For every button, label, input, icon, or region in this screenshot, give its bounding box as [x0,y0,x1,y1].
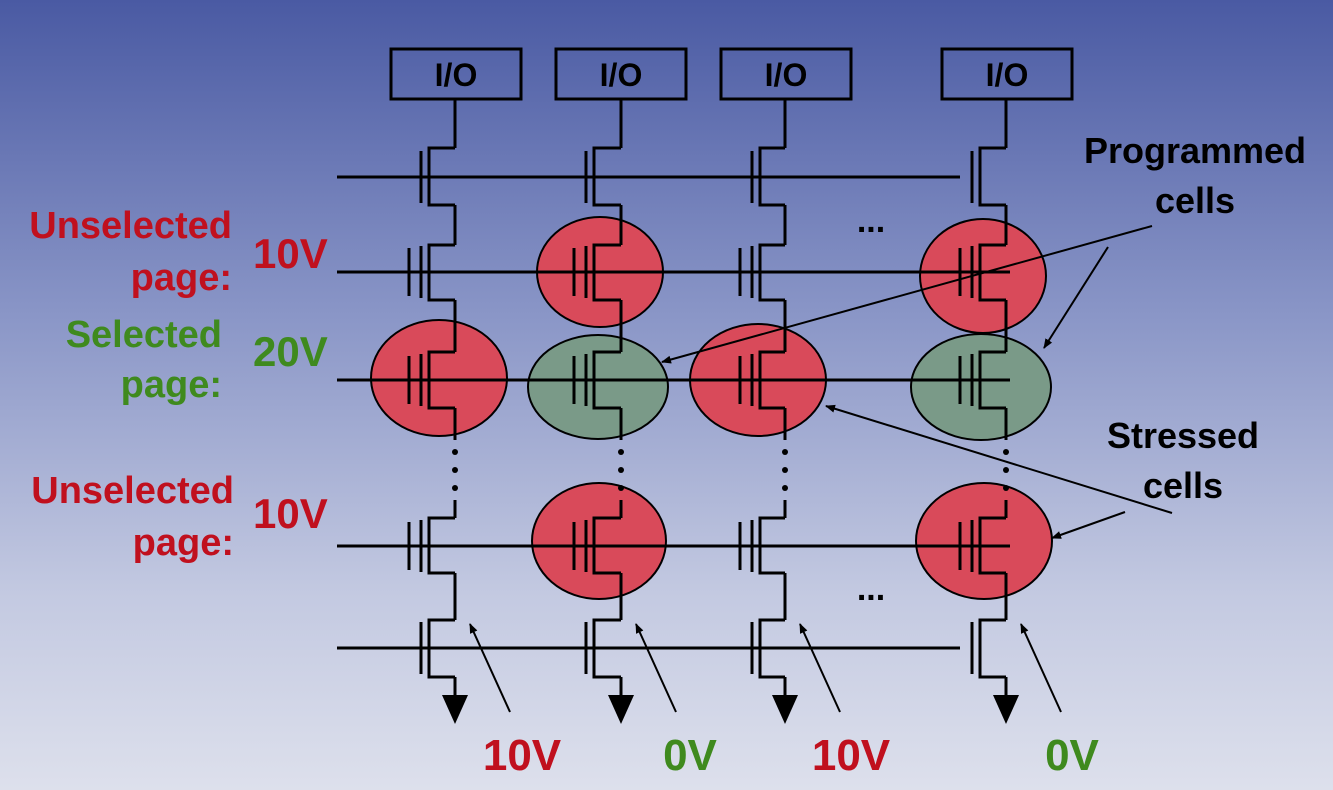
row-label-selected: Selected page: 20V [66,314,328,406]
io-boxes: I/O I/O I/O I/O [389,47,1074,101]
stressed-arrow-right [1051,511,1126,539]
callout-programmed: Programmed cells [661,130,1306,364]
ellipsis-bottom: ... [857,570,885,608]
cell-highlights [370,216,1053,600]
bitline-string-1 [407,100,511,724]
unselected-bottom-voltage: 10V [253,490,328,537]
io-box-2 [554,47,688,101]
stressed-cell-7 [531,482,667,600]
bitline-string-2 [572,100,677,724]
ellipsis-top: ... [857,202,885,240]
bitline-voltage-4: 0V [1045,731,1099,780]
unselected-bottom-line2: page: [133,522,234,564]
programmed-cell-4 [527,334,669,440]
selected-voltage: 20V [253,328,328,375]
io-box-3 [719,47,853,101]
row-label-unselected-bottom: Unselected page: 10V [31,470,327,564]
stressed-arrow-left [825,404,1173,514]
stressed-cell-3 [370,319,508,437]
selected-line1: Selected [66,314,222,356]
unselected-top-line1: Unselected [29,205,232,247]
stressed-line1: Stressed [1107,415,1259,456]
bitline-voltages: 10V 0V 10V 0V [483,731,1100,780]
bitline-voltage-3: 10V [812,731,891,780]
row-label-unselected-top: Unselected page: 10V [29,205,327,299]
bitline-string-4 [958,100,1062,724]
bitline-voltage-1: 10V [483,731,562,780]
io-label-1: I/O [435,57,478,93]
unselected-top-line2: page: [131,257,232,299]
programmed-arrow-left [661,225,1153,364]
stressed-cell-8 [915,482,1053,600]
programmed-line2: cells [1155,180,1235,221]
io-box-1 [389,47,523,101]
programmed-arrow-right [1043,246,1109,349]
stressed-line2: cells [1143,465,1223,506]
io-label-3: I/O [765,57,808,93]
io-box-4 [940,47,1074,101]
unselected-bottom-line1: Unselected [31,470,234,512]
stressed-cell-2 [919,218,1047,334]
callout-stressed: Stressed cells [825,404,1259,539]
bitline-voltage-2: 0V [663,731,717,780]
io-label-2: I/O [600,57,643,93]
selected-line2: page: [121,364,222,406]
bitline-string-3 [738,100,841,724]
io-label-4: I/O [986,57,1029,93]
wiring [337,100,1062,724]
unselected-top-voltage: 10V [253,230,328,277]
programmed-line1: Programmed [1084,130,1306,171]
